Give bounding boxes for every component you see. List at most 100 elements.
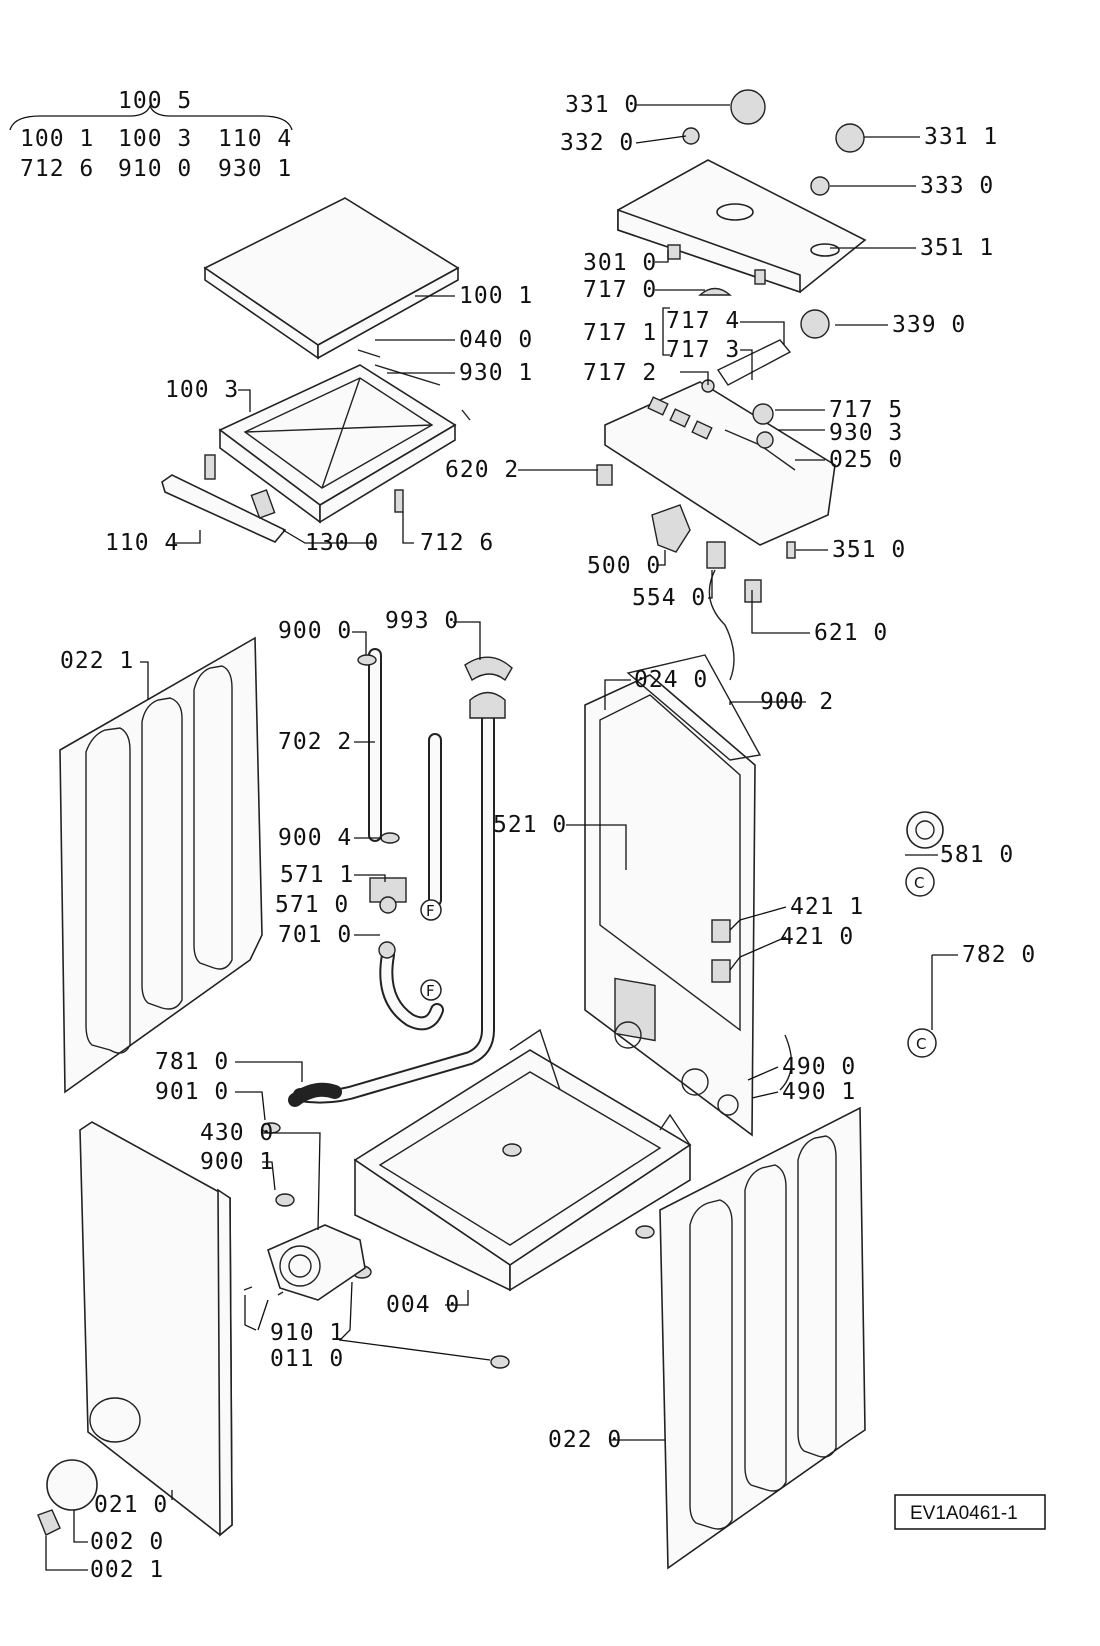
selector-part — [800, 309, 830, 339]
part-label: 100 1 — [459, 283, 533, 309]
part-label: 620 2 — [445, 457, 519, 483]
rear-panel-part — [584, 654, 762, 1137]
group-item: 930 1 — [218, 156, 292, 182]
part-label: 717 3 — [666, 337, 740, 363]
filter-part — [711, 959, 731, 983]
screw-part — [243, 1286, 284, 1296]
part-label: 717 1 — [583, 320, 657, 346]
part-label: 782 0 — [962, 942, 1036, 968]
part-label: 702 2 — [278, 729, 352, 755]
service-door-part — [46, 1459, 98, 1511]
part-label: 900 2 — [760, 689, 834, 715]
connector-c: C — [905, 867, 935, 897]
gasket-part — [380, 832, 400, 844]
part-label: 930 3 — [829, 420, 903, 446]
part-label: 025 0 — [829, 447, 903, 473]
knob-part — [730, 89, 766, 125]
clip-part — [786, 541, 796, 559]
part-label: 130 0 — [305, 530, 379, 556]
foot-part — [502, 1143, 522, 1157]
part-label: 781 0 — [155, 1049, 229, 1075]
group-item: 100 3 — [118, 126, 192, 152]
part-label: 011 0 — [270, 1346, 344, 1372]
connector-letter: C — [914, 874, 924, 892]
leader-lines — [45, 104, 958, 1571]
filter-part — [711, 919, 731, 943]
part-label: 331 1 — [924, 124, 998, 150]
left-side-panel-part — [59, 636, 263, 1094]
pressure-switch-part — [706, 541, 726, 569]
group-item: 910 0 — [118, 156, 192, 182]
connector-f: F — [420, 979, 442, 1001]
part-label: 701 0 — [278, 922, 352, 948]
part-label: 500 0 — [587, 553, 661, 579]
part-label: 331 0 — [565, 92, 639, 118]
part-label: 421 0 — [780, 924, 854, 950]
part-label: 110 4 — [105, 530, 179, 556]
group-item: 110 4 — [218, 126, 292, 152]
connector-part — [596, 464, 613, 486]
base-frame-part — [353, 1028, 692, 1292]
capacitor-part — [651, 504, 691, 553]
front-panel-part — [79, 1121, 233, 1537]
part-label: 521 0 — [493, 812, 567, 838]
foot-part — [635, 1225, 655, 1239]
control-panel-part — [617, 159, 867, 294]
part-label: 621 0 — [814, 620, 888, 646]
part-label: 900 0 — [278, 618, 352, 644]
part-label: 910 1 — [270, 1320, 344, 1346]
part-label: 024 0 — [634, 667, 708, 693]
part-label: 712 6 — [420, 530, 494, 556]
part-label: 100 3 — [165, 377, 239, 403]
sump-hose-part — [288, 1082, 342, 1107]
button-part — [698, 287, 732, 296]
electronics-board-part — [604, 381, 836, 546]
hose-nut-part — [378, 941, 396, 959]
part-label: 930 1 — [459, 360, 533, 386]
part-label: 571 1 — [280, 862, 354, 888]
part-label: 430 0 — [200, 1120, 274, 1146]
part-label: 717 0 — [583, 277, 657, 303]
part-label: 717 2 — [583, 360, 657, 386]
switch-part — [752, 403, 774, 425]
knob-part — [835, 123, 865, 153]
pressure-hose-part — [708, 569, 735, 681]
connector-letter: F — [426, 902, 435, 920]
lid-rods-part — [357, 349, 471, 421]
part-label: 581 0 — [940, 842, 1014, 868]
pump-motor-part — [906, 811, 944, 849]
part-label: 571 0 — [275, 892, 349, 918]
part-label: 301 0 — [583, 250, 657, 276]
knob-cap-part — [810, 176, 830, 196]
part-label: 901 0 — [155, 1079, 229, 1105]
lid-frame-part — [204, 364, 457, 524]
drawing-code: EV1A0461-1 — [910, 1503, 1018, 1524]
inlet-valve-part — [369, 877, 407, 914]
hose-elbow-part — [469, 691, 506, 719]
part-label: 490 0 — [782, 1054, 856, 1080]
door-lock-part — [744, 579, 762, 603]
front-trim-part — [161, 474, 287, 543]
part-label: 040 0 — [459, 327, 533, 353]
part-label: 717 4 — [666, 308, 740, 334]
connector-c: C — [907, 1028, 937, 1058]
part-label: 351 1 — [920, 235, 994, 261]
connector-letter: C — [916, 1035, 926, 1053]
group-item: 712 6 — [20, 156, 94, 182]
part-label: 021 0 — [94, 1492, 168, 1518]
part-label: 022 1 — [60, 648, 134, 674]
part-label: 717 5 — [829, 397, 903, 423]
foot-part — [490, 1355, 510, 1369]
connector-letter: F — [426, 982, 435, 1000]
hose-support-part — [464, 656, 513, 682]
part-label: 900 1 — [200, 1149, 274, 1175]
part-label: 351 0 — [832, 537, 906, 563]
part-label: 339 0 — [892, 312, 966, 338]
door-clip-part — [37, 1509, 61, 1536]
part-label: 900 4 — [278, 825, 352, 851]
part-label: 002 0 — [90, 1529, 164, 1555]
part-labels: 331 0 332 0 331 1 333 0 301 0 351 1 717 … — [60, 92, 1036, 1583]
part-label: 022 0 — [548, 1427, 622, 1453]
